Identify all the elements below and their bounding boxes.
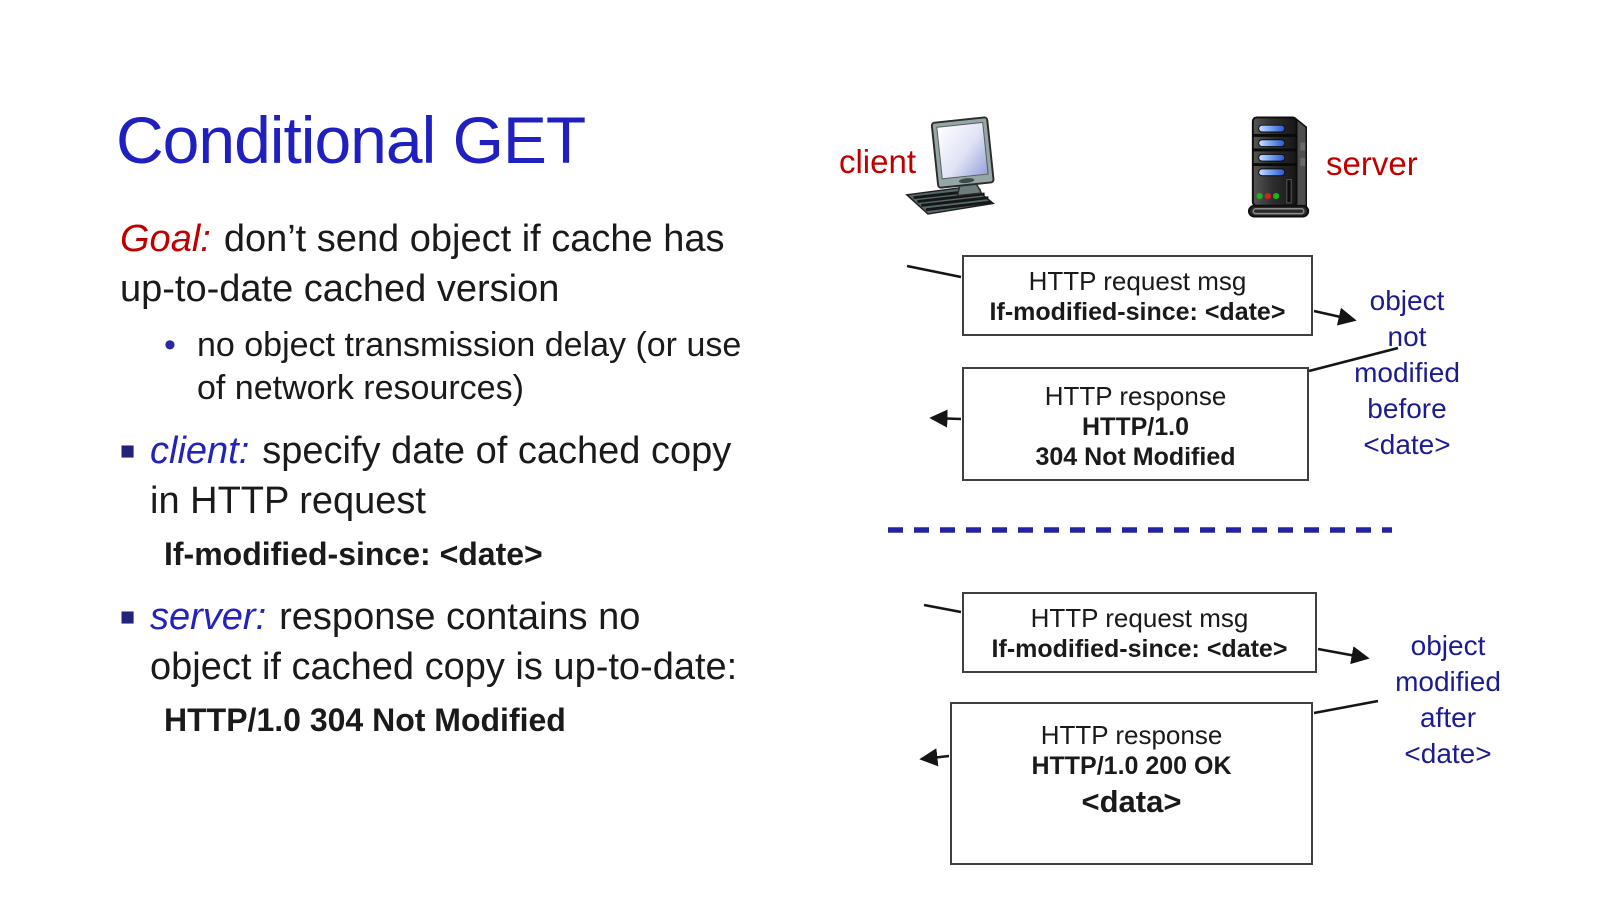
bullet-list: Goal: don’t send object if cache has up-t… [120,214,840,742]
http-response-box-1: HTTP response HTTP/1.0 304 Not Modified [962,367,1309,481]
request1-line1: HTTP request msg [1028,266,1247,296]
http-request-box-2: HTTP request msg If-modified-since: <dat… [962,592,1317,673]
connector-server-to-response2 [1313,699,1379,715]
connector-client-to-request2 [923,603,962,614]
client-bullet-line1: specify date of cached copy [262,430,732,472]
response1-line2: HTTP/1.0 [1082,413,1189,441]
server-icon [1247,116,1310,218]
response2-line1: HTTP response [1040,720,1223,750]
response1-line3: 304 Not Modified [1035,443,1236,471]
response2-line2: HTTP/1.0 200 OK [1031,752,1232,780]
goal-text-line1: don’t send object if cache has [223,218,725,260]
round-bullet-icon: • [164,326,176,364]
page-title: Conditional GET [116,103,586,178]
client-label: client [838,143,916,180]
arrow-request2-to-server [1317,646,1370,665]
arrow-response2-to-client [919,748,950,767]
bullet-client: ■ client: specify date of cached copy in … [120,426,840,526]
request1-line2: If-modified-since: <date> [989,298,1286,326]
server-label: server [1326,145,1418,182]
sub-bullet-line1: no object transmission delay (or use [197,326,742,364]
server-bullet-line1: response contains no [279,596,641,638]
connector-client-to-request1 [906,264,962,279]
arrow-response1-to-client [929,409,962,428]
response1-line1: HTTP response [1044,381,1227,411]
goal-paragraph: Goal: don’t send object if cache has up-t… [120,214,840,314]
request2-line1: HTTP request msg [1030,603,1249,633]
bullet-server: ■ server: response contains no object if … [120,592,840,692]
goal-label: Goal: [120,218,211,260]
code-304-not-modified: HTTP/1.0 304 Not Modified [164,702,566,738]
sub-bullet-no-delay: • no object transmission delay (or use o… [120,324,840,410]
response2-line3: <data> [1081,784,1182,819]
http-response-box-2: HTTP response HTTP/1.0 200 OK <data> [950,702,1313,865]
annotation-object-not-modified: object not modified before <date> [1354,285,1460,460]
request2-line2: If-modified-since: <date> [991,635,1288,663]
annotation-object-modified: object modified after <date> [1395,630,1501,769]
sub-bullet-line2: of network resources) [197,369,524,407]
server-bullet-line2: object if cached copy is up-to-date: [150,646,738,688]
client-term: client: [150,430,250,472]
server-term: server: [150,596,267,638]
square-bullet-icon: ■ [120,437,136,465]
http-request-box-1: HTTP request msg If-modified-since: <dat… [962,255,1313,336]
code-if-modified-since: If-modified-since: <date> [164,536,543,572]
square-bullet-icon: ■ [120,603,136,631]
client-computer-icon [905,116,995,215]
goal-text-line2: up-to-date cached version [120,268,560,310]
client-bullet-line2: in HTTP request [150,480,426,522]
